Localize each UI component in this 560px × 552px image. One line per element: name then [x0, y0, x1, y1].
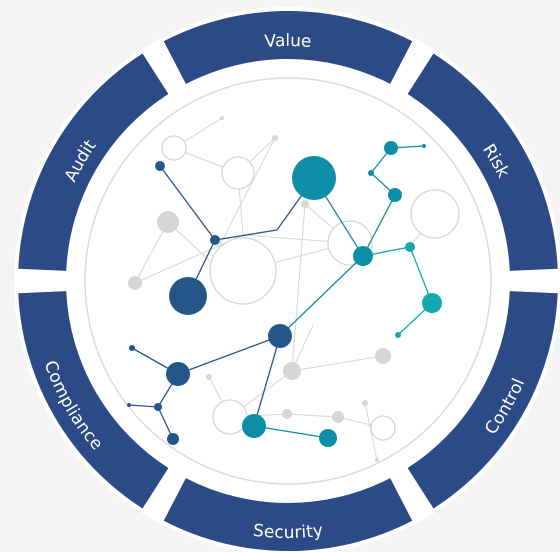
segment-audit-band	[18, 53, 169, 271]
node	[368, 170, 374, 176]
faint-node	[410, 189, 460, 239]
link	[362, 194, 396, 257]
link	[409, 246, 433, 304]
faint-node	[332, 411, 344, 423]
faint-node	[301, 200, 309, 208]
link	[279, 255, 364, 337]
faint-link	[286, 413, 339, 418]
faint-node	[283, 362, 301, 380]
node	[384, 141, 398, 155]
node	[353, 246, 373, 266]
faint-node	[375, 348, 391, 364]
inner-disc-border	[84, 77, 492, 485]
segment-value: Value	[163, 10, 413, 84]
node	[319, 429, 337, 447]
link	[253, 425, 329, 439]
node	[422, 293, 442, 313]
faint-node	[375, 458, 379, 462]
faint-node	[221, 156, 255, 190]
node	[166, 362, 190, 386]
segment-security: Security	[163, 478, 413, 551]
segment-control-band	[407, 291, 558, 509]
link	[253, 335, 281, 427]
node	[268, 324, 292, 348]
link	[214, 229, 278, 241]
segment-value-label: Value	[264, 31, 312, 52]
segment-compliance-band	[18, 291, 169, 509]
faint-node	[362, 400, 368, 406]
node	[395, 332, 401, 338]
node	[405, 242, 415, 252]
link	[177, 335, 281, 375]
faint-node	[128, 276, 142, 290]
inner-disc	[79, 72, 497, 490]
node	[169, 277, 207, 315]
faint-link	[291, 355, 384, 372]
node	[292, 156, 336, 200]
faint-node	[206, 374, 212, 380]
faint-node	[157, 211, 179, 233]
faint-link	[210, 137, 276, 263]
faint-link	[291, 203, 306, 372]
segment-security-label: Security	[252, 521, 324, 543]
node	[127, 403, 131, 407]
segment-risk: Risk	[407, 53, 558, 271]
link	[128, 404, 159, 408]
segment-security-band	[163, 478, 413, 551]
faint-node	[282, 409, 292, 419]
faint-node	[220, 116, 224, 120]
node	[242, 414, 266, 438]
faint-node	[272, 135, 278, 141]
node	[155, 161, 165, 171]
faint-node	[161, 135, 187, 161]
faint-link	[134, 221, 169, 284]
node	[129, 345, 135, 351]
node	[167, 433, 179, 445]
segment-value-band	[163, 10, 413, 84]
link	[159, 165, 216, 241]
node	[154, 403, 162, 411]
faint-node	[212, 399, 248, 435]
node	[422, 144, 426, 148]
faint-node	[209, 237, 277, 305]
faint-node	[370, 415, 396, 441]
segment-risk-band	[407, 53, 558, 271]
node	[210, 235, 220, 245]
network-illustration	[127, 116, 460, 462]
node	[388, 188, 402, 202]
